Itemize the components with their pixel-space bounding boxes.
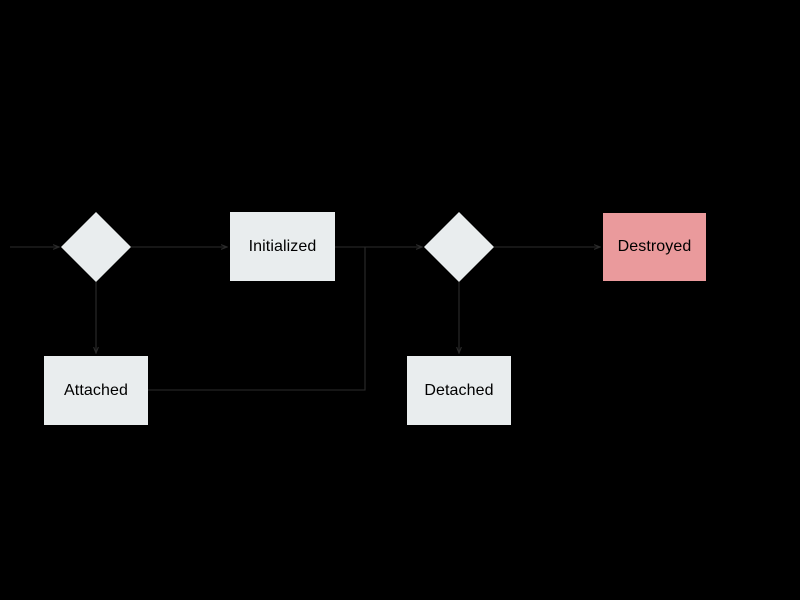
node-attached-label: Attached — [64, 381, 128, 399]
node-decision-init[interactable] — [61, 212, 131, 282]
node-destroyed[interactable]: Destroyed — [603, 213, 706, 281]
node-decision-destroy[interactable] — [424, 212, 494, 282]
node-initialized-label: Initialized — [248, 237, 317, 255]
edge-attached-to-decision-destroy — [148, 247, 366, 391]
node-initialized[interactable]: Initialized — [230, 212, 335, 281]
node-destroyed-label: Destroyed — [617, 238, 692, 255]
node-detached-label: Detached — [424, 381, 494, 399]
node-attached[interactable]: Attached — [44, 356, 148, 425]
node-detached[interactable]: Detached — [407, 356, 511, 425]
